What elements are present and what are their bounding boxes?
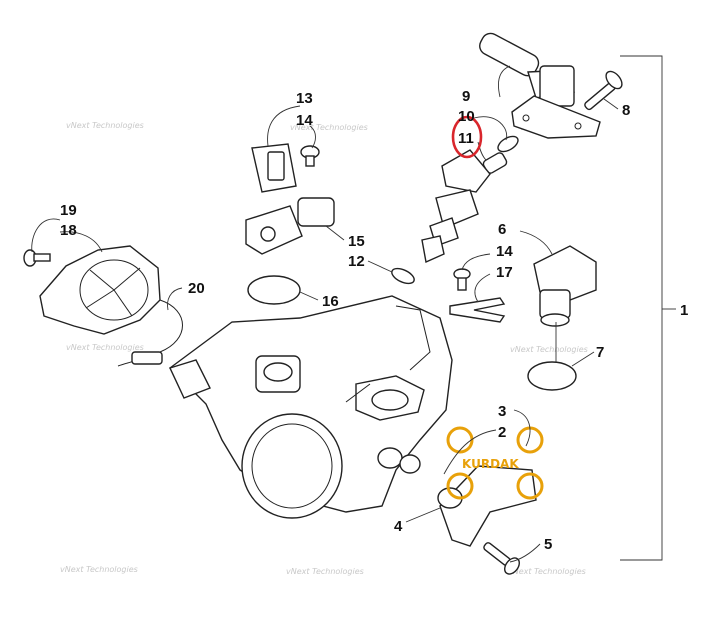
wire-connector bbox=[131, 351, 163, 365]
callout-17: 17 bbox=[496, 264, 513, 281]
mounting-bracket bbox=[511, 95, 601, 139]
brand-logo: KURDAK bbox=[446, 426, 544, 500]
watermark: vNext Technologies bbox=[508, 567, 586, 576]
callout-7: 7 bbox=[596, 344, 604, 361]
o-ring-part-12 bbox=[391, 267, 415, 285]
watermark: vNext Technologies bbox=[66, 121, 144, 130]
callout-10: 10 bbox=[458, 108, 475, 125]
highlight-circle bbox=[451, 115, 483, 159]
watermark: vNext Technologies bbox=[286, 567, 364, 576]
leader-lines bbox=[31, 65, 619, 563]
callout-8: 8 bbox=[622, 102, 630, 119]
callout-6: 6 bbox=[498, 221, 506, 238]
callout-16: 16 bbox=[322, 293, 339, 310]
watermark: vNext Technologies bbox=[60, 565, 138, 574]
sensor-clip-part-13 bbox=[251, 143, 297, 193]
callout-14-upper: 14 bbox=[296, 112, 313, 129]
callout-19: 19 bbox=[60, 202, 77, 219]
callout-20: 20 bbox=[188, 280, 205, 297]
sensor-part-6 bbox=[533, 245, 597, 327]
assembly-bracket bbox=[620, 55, 663, 561]
watermark: vNext Technologies bbox=[510, 345, 588, 354]
callout-18: 18 bbox=[60, 222, 77, 239]
callout-5: 5 bbox=[544, 536, 552, 553]
logo-text: KURDAK bbox=[462, 457, 519, 471]
throttle-body bbox=[168, 295, 537, 547]
fuel-injector bbox=[421, 149, 508, 264]
o-ring-part-10 bbox=[497, 135, 519, 153]
fuel-rail bbox=[479, 32, 575, 107]
callout-11: 11 bbox=[458, 130, 474, 147]
callout-9: 9 bbox=[462, 88, 470, 105]
screw-part-14-lower bbox=[453, 268, 471, 291]
callout-4: 4 bbox=[394, 518, 403, 535]
watermark: vNext Technologies bbox=[290, 123, 368, 132]
callout-13: 13 bbox=[296, 90, 313, 107]
screw-part-14-upper bbox=[300, 145, 320, 167]
bolt-part-8 bbox=[584, 70, 623, 111]
callout-14-lower: 14 bbox=[496, 243, 513, 260]
retaining-fork-part-17 bbox=[449, 297, 506, 323]
callout-12: 12 bbox=[348, 253, 365, 270]
o-ring-part-16 bbox=[247, 275, 301, 305]
callout-3: 3 bbox=[498, 403, 506, 420]
screw-part-19 bbox=[23, 249, 51, 267]
callout-labels: 1 2 3 4 5 6 7 8 9 10 11 12 13 14 14 15 1… bbox=[60, 88, 688, 553]
callout-2: 2 bbox=[498, 424, 506, 441]
o-ring-part-7 bbox=[527, 361, 577, 391]
bolt-part-5 bbox=[483, 542, 520, 575]
tps-cover bbox=[39, 245, 161, 335]
watermark: vNext Technologies bbox=[66, 343, 144, 352]
map-sensor-part-15 bbox=[245, 197, 335, 255]
callout-15: 15 bbox=[348, 233, 365, 250]
callout-1: 1 bbox=[680, 302, 688, 319]
